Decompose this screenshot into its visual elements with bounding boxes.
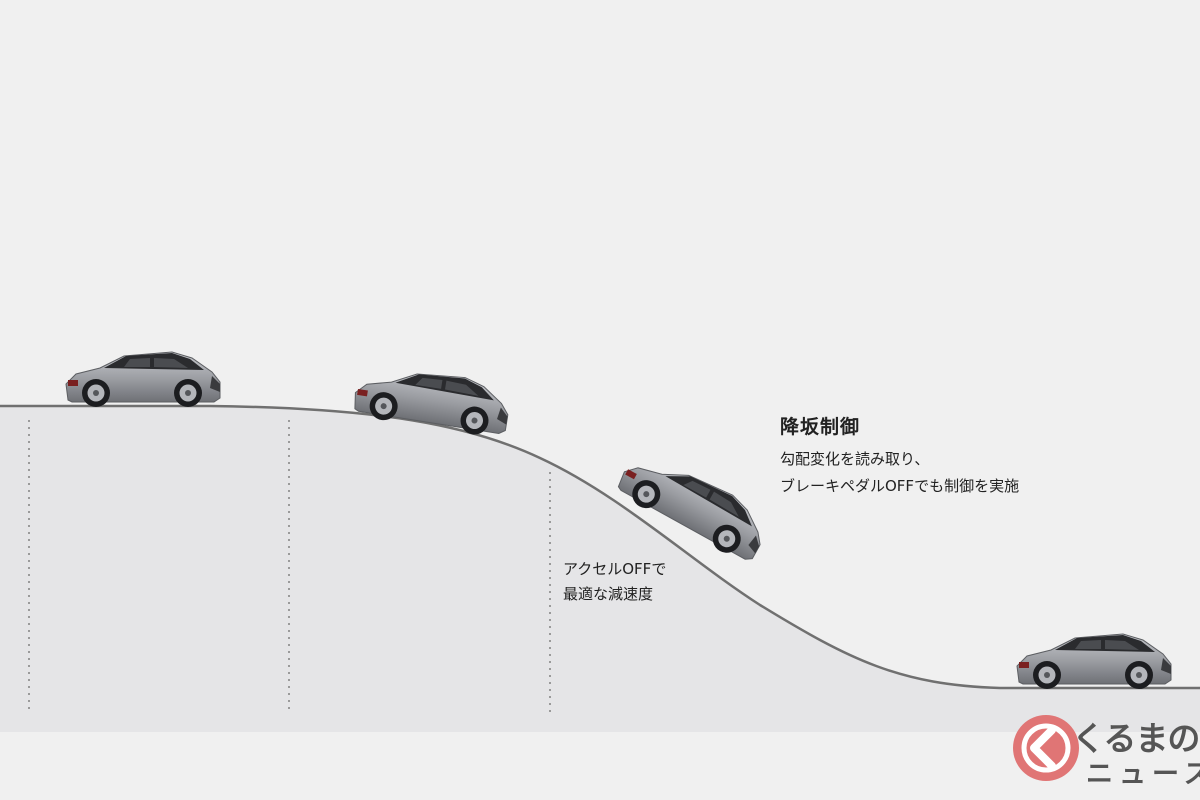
logo-text-top: くるまの xyxy=(1072,719,1200,758)
logo-text-bottom: ニュース xyxy=(1086,759,1200,790)
accel-off-line-1: アクセルOFFで xyxy=(563,560,667,578)
control-desc-line-1: 勾配変化を読み取り、 xyxy=(780,450,930,468)
accel-off-annotation: アクセルOFFで 最適な減速度 xyxy=(563,557,666,607)
hill-ground xyxy=(0,406,1200,732)
downhill-control-title: 降坂制御 xyxy=(780,416,861,438)
kurumanews-logo-icon xyxy=(1013,715,1079,781)
accel-off-line-2: 最適な減速度 xyxy=(563,585,654,603)
downhill-control-description: 勾配変化を読み取り、 ブレーキペダルOFFでも制御を実施 xyxy=(780,446,1019,500)
control-desc-line-2: ブレーキペダルOFFでも制御を実施 xyxy=(780,477,1020,495)
